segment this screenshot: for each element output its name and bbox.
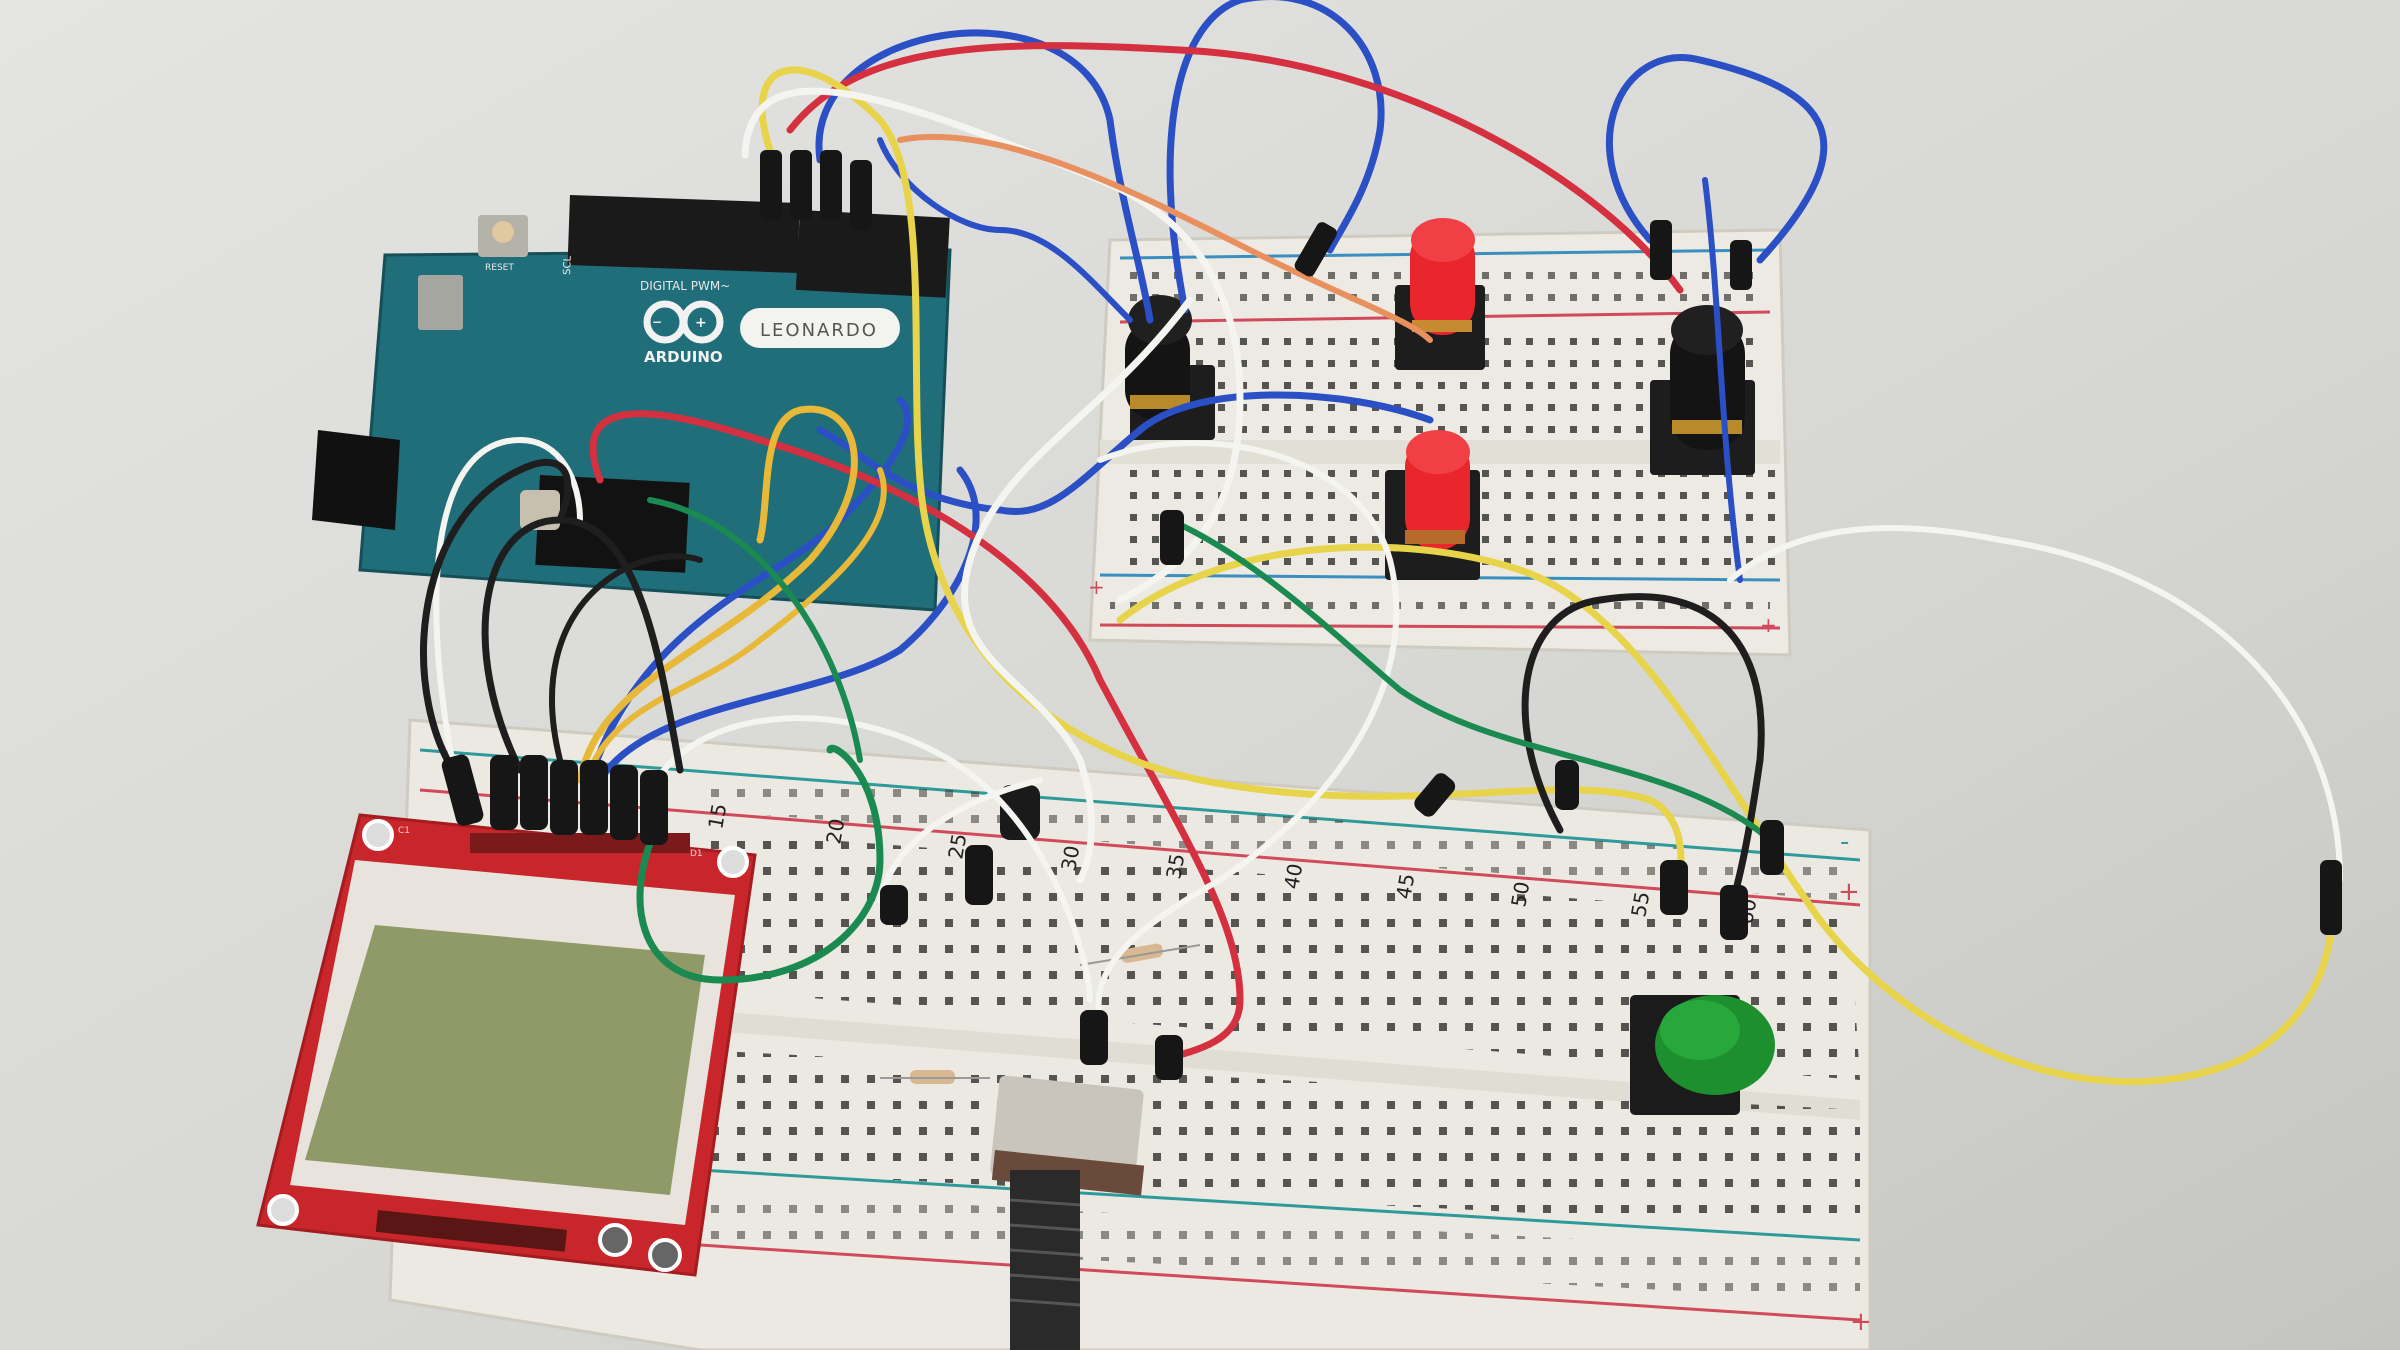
- mount-hole: [648, 1238, 682, 1272]
- mount-hole: [598, 1223, 632, 1257]
- rail-plus-label-bottom: +: [1850, 1307, 1872, 1337]
- model-badge: [740, 308, 900, 348]
- column-label: 40: [1279, 862, 1307, 891]
- svg-text:−: −: [652, 315, 662, 329]
- red-button-top[interactable]: [1395, 218, 1485, 370]
- micro-usb-port[interactable]: [418, 275, 463, 330]
- mount-hole: [267, 1194, 299, 1226]
- arduino-brand-label: ARDUINO: [644, 348, 723, 366]
- power-jack[interactable]: [312, 430, 400, 530]
- rail-plus-label-right: +: [1760, 613, 1777, 637]
- column-label: 35: [1161, 852, 1189, 881]
- transistor: [1000, 785, 1040, 840]
- column-label: 55: [1626, 890, 1654, 919]
- column-label: 30: [1056, 844, 1084, 873]
- rail-plus-label: +: [1838, 877, 1860, 907]
- digital-header-high: [567, 195, 800, 273]
- wire-connector-ends: [441, 150, 2342, 1080]
- lower-breadboard: 15 20 25 30 35 40 45 50 55 60 - + +: [388, 718, 1872, 1350]
- lcd-screen: [305, 925, 705, 1195]
- nokia-lcd-module: C1 D1: [256, 813, 757, 1277]
- red-button-bottom[interactable]: [1385, 430, 1480, 580]
- column-label: 20: [821, 817, 849, 846]
- jumper-wires: [420, 0, 2343, 1086]
- svg-text:SCL: SCL: [562, 255, 574, 275]
- reset-button-cap: [492, 221, 514, 243]
- green-button[interactable]: [1630, 995, 1775, 1115]
- arduino-leonardo-board: RESET SCL DIGITAL PWM~ − + ARDUINO LEONA…: [312, 195, 952, 612]
- resistor: [880, 1070, 990, 1084]
- potentiometer[interactable]: [990, 1075, 1145, 1350]
- rail-plus-label: +: [1088, 575, 1105, 599]
- digital-pwm-label: DIGITAL PWM~: [640, 279, 730, 293]
- c1-label: C1: [398, 826, 410, 836]
- reset-label: RESET: [485, 263, 514, 273]
- svg-text:+: +: [695, 315, 707, 331]
- rail-minus-label: -: [1840, 827, 1849, 857]
- resistor: [1079, 943, 1201, 966]
- mount-hole: [717, 846, 749, 878]
- column-label: 45: [1391, 872, 1419, 901]
- lcd-bottom-pins: [375, 1210, 567, 1252]
- pin-label-strip: SCL: [562, 255, 574, 275]
- d1-label: D1: [690, 849, 703, 859]
- mount-hole: [362, 819, 394, 851]
- column-label: 50: [1506, 880, 1534, 909]
- digital-header-low: [795, 210, 950, 298]
- model-label: LEONARDO: [760, 320, 878, 341]
- arduino-logo: − +: [643, 300, 724, 344]
- column-label: 15: [703, 802, 731, 831]
